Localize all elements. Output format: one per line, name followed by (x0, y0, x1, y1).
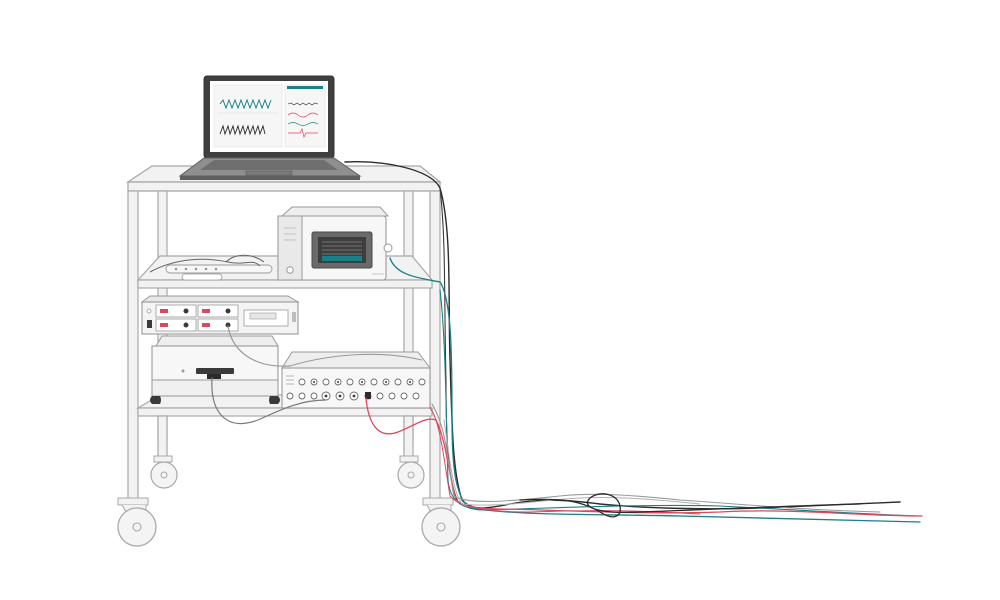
black-waveform (219, 124, 266, 136)
data-acquisition-panel-icon (281, 351, 431, 409)
cable-monitor-teal (389, 257, 921, 523)
leg-back-right (403, 415, 414, 463)
middle-shelf-edge (137, 279, 433, 289)
cable-daq-red (365, 397, 923, 517)
cable-amp-to-daq (227, 325, 291, 367)
cable-laptop (344, 161, 901, 510)
daq-connectors (286, 378, 426, 401)
post-front-left (127, 190, 139, 502)
laptop-keyboard (200, 160, 338, 170)
teal-waveform (219, 98, 272, 110)
amplifier-rack-icon (140, 295, 300, 335)
laptop-touchpad (245, 170, 293, 176)
laptop-icon (178, 75, 362, 180)
post-front-right (429, 190, 441, 502)
isolation-box-handle (196, 368, 234, 374)
cable-box-to-daq (211, 377, 327, 425)
stimulator-unit-icon (149, 254, 273, 281)
cable-loop (519, 493, 861, 518)
bottom-shelf-edge (137, 407, 433, 417)
caster-wheel-icon (117, 455, 461, 547)
leg-back-left (157, 415, 168, 463)
top-shelf-edge (127, 181, 441, 192)
signal-monitor-icon (277, 206, 393, 281)
electrode-cables-icon (211, 161, 923, 523)
isolation-box-icon (150, 335, 280, 404)
stimulator-lead (149, 258, 261, 273)
